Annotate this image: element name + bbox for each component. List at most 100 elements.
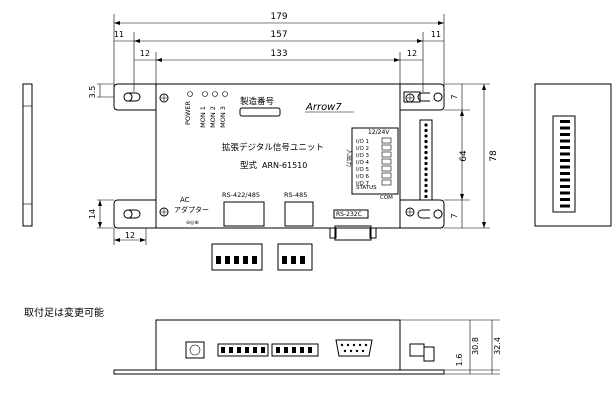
rs485-terminal-header (284, 201, 314, 227)
rs422-terminal-header (223, 201, 265, 227)
bottom-terminal (308, 347, 312, 353)
terminal-screw (424, 123, 428, 127)
io-row-label: I/O 2 (356, 146, 369, 152)
mount-slot-right-bottom (417, 209, 443, 219)
side-terminal (560, 198, 570, 201)
dim-right-bottom-gap: 7 (450, 213, 459, 218)
plug-pin (300, 256, 305, 264)
model-number: ARN-61510 (262, 161, 307, 170)
left-dimensions: 3.5 14 12 (88, 83, 147, 245)
io-row-label: I/O 6 (356, 174, 370, 180)
dim-height-inner: 64 (459, 150, 469, 162)
bottom-terminal (276, 347, 280, 353)
mount-slot-left-top (123, 92, 141, 102)
plug-connectors (211, 225, 377, 271)
dim-left-edge: 11 (114, 30, 124, 39)
mon3-label: MON 3 (219, 106, 227, 128)
mon2-led-icon (212, 91, 218, 97)
dim-bottom-hole-offset: 12 (125, 231, 135, 240)
db9-pin (340, 343, 344, 347)
terminal-screw (424, 156, 428, 160)
io-row-led (381, 137, 392, 144)
mounting-note: 取付足は変更可能 (24, 306, 104, 319)
terminal-screw (424, 145, 428, 149)
dim-right-margin: 12 (407, 49, 417, 58)
rs422-label: RS-422/485 (222, 191, 260, 199)
right-dimensions: 7 7 64 78 (444, 83, 499, 229)
io-row-led (381, 172, 392, 179)
io-row-led (381, 165, 392, 172)
power-label: POWER (184, 100, 192, 125)
bottom-terminal (261, 347, 265, 353)
side-terminal (560, 152, 570, 156)
io-row-label: I/O 5 (356, 167, 370, 173)
db9-pin (343, 349, 347, 353)
right-side-view (534, 83, 612, 227)
mon1-led-icon (202, 91, 208, 97)
side-terminal (560, 172, 570, 175)
bottom-terminal (229, 347, 233, 353)
dim-bottom-hole-height: 14 (88, 209, 97, 219)
terminal-screw (424, 167, 428, 171)
ac-label: AC (180, 196, 190, 204)
dim-hole-pitch: 157 (270, 30, 287, 40)
screw-icon (159, 207, 169, 217)
plug-pin (234, 256, 239, 264)
side-terminal (560, 133, 570, 136)
dim-side-base-height: 1.6 (455, 354, 464, 367)
terminal-screw (424, 178, 428, 182)
db9-connector-icon (335, 339, 373, 357)
serial-label: 製造番号 (240, 96, 274, 107)
brand-logo: Arrow7 (305, 102, 342, 113)
side-terminal (560, 139, 570, 143)
terminal-screw (424, 189, 428, 193)
io-header: 12/24V (368, 129, 390, 136)
io-row-label: I/O 4 (356, 160, 370, 166)
io-row-label: I/O 3 (356, 153, 370, 159)
dim-overall-width: 179 (270, 12, 287, 22)
bottom-side-view (113, 319, 445, 375)
db9-pin (364, 343, 368, 347)
dc-jack-icon (185, 341, 205, 359)
terminal-screw (424, 150, 428, 155)
bottom-terminal (300, 347, 304, 353)
terminal-screw (424, 161, 428, 166)
com-label: COM (380, 195, 393, 201)
io-row-label: I/O 7 (356, 181, 370, 187)
db9-pin (346, 343, 350, 347)
io-row-led (381, 144, 392, 151)
rs232-label: RS-232C (336, 211, 362, 218)
polarity-icon: ⊖◎⊕ (186, 220, 199, 226)
terminal-screw (424, 134, 428, 138)
terminal-screw (424, 183, 428, 188)
plug-pin (243, 256, 248, 264)
mon3-led-icon (222, 91, 228, 97)
side-terminal (560, 185, 570, 188)
power-led-icon (187, 91, 193, 97)
io-row-led (381, 151, 392, 158)
mount-slot-right-top (417, 92, 443, 102)
dim-left-margin: 12 (140, 49, 150, 58)
plug-pin (291, 256, 296, 264)
mounting-feet (113, 83, 445, 229)
terminal-screw (424, 139, 428, 144)
serial-plate (239, 107, 281, 117)
terminal-screw (424, 172, 428, 177)
front-panel: POWER MON 1 MON 2 MON 3 製造番号 Arrow7 拡張デジ… (155, 83, 433, 229)
io-row-label: I/O 1 (356, 139, 369, 145)
left-side-view (22, 83, 33, 227)
plug-pin (282, 256, 287, 264)
plug-pin (225, 256, 230, 264)
dim-top-hole-offset: 3.5 (88, 86, 97, 99)
side-terminal (560, 204, 570, 208)
dim-side-total-height: 32.4 (493, 337, 502, 355)
dim-side-body-height: 30.8 (471, 337, 480, 355)
bottom-terminal (221, 347, 225, 353)
bottom-terminal (292, 347, 296, 353)
bottom-terminal (284, 347, 288, 353)
side-terminal (560, 165, 570, 169)
rs485-label: RS-485 (284, 191, 307, 199)
side-terminal (560, 178, 570, 182)
db9-pin (358, 343, 362, 347)
